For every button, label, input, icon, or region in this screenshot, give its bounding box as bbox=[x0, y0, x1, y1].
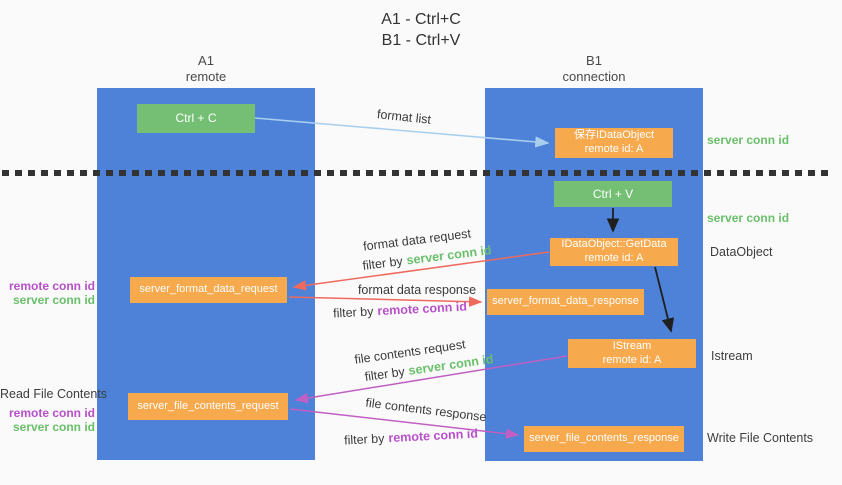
lane-a1-name: A1 bbox=[198, 53, 214, 68]
lane-b1-subtitle: connection bbox=[562, 69, 626, 84]
node-istream: IStream remote id: A bbox=[568, 339, 696, 368]
node-server-format-data-response-label: server_format_data_response bbox=[492, 295, 639, 308]
edge-label-format-list: format list bbox=[376, 107, 432, 127]
filter-by-prefix: filter by bbox=[363, 364, 406, 384]
right-label-write-file-contents: Write File Contents bbox=[707, 431, 814, 445]
left-label-server-conn-id-2: server conn id bbox=[12, 420, 95, 434]
node-server-format-data-request: server_format_data_request bbox=[130, 277, 287, 303]
node-ctrl-c: Ctrl + C bbox=[137, 104, 255, 133]
filter-key-remote-conn-id: remote conn id bbox=[377, 299, 468, 319]
left-label-read-file-contents: Read File Contents bbox=[0, 387, 108, 401]
lane-a1-subtitle: remote bbox=[185, 69, 227, 84]
node-ctrl-v: Ctrl + V bbox=[554, 181, 672, 207]
left-label-server-conn-id-1: server conn id bbox=[12, 293, 95, 307]
node-server-file-contents-request-label: server_file_contents_request bbox=[137, 399, 279, 412]
node-idataobject-getdata: IDataObject::GetData remote id: A bbox=[550, 238, 678, 266]
title-line-1: A1 - Ctrl+C bbox=[381, 11, 461, 28]
node-ctrl-v-label: Ctrl + V bbox=[592, 186, 634, 201]
node-save-idataobject-label: 保存IDataObject bbox=[573, 129, 655, 142]
filter-by-prefix: filter by bbox=[361, 254, 404, 273]
node-server-file-contents-response-label: server_file_contents_response bbox=[529, 432, 679, 445]
filter-by-prefix: filter by bbox=[332, 304, 374, 321]
right-label-server-conn-id-2: server conn id bbox=[707, 211, 790, 225]
lane-b1-name: B1 bbox=[586, 53, 602, 68]
node-istream-sublabel: remote id: A bbox=[602, 353, 662, 366]
diagram-title: A1 - Ctrl+C B1 - Ctrl+V bbox=[0, 9, 842, 51]
lane-header-b1: B1 connection bbox=[524, 53, 664, 85]
node-server-format-data-response: server_format_data_response bbox=[487, 289, 644, 315]
node-server-format-data-request-label: server_format_data_request bbox=[139, 283, 278, 296]
lane-header-a1: A1 remote bbox=[136, 53, 276, 85]
node-save-idataobject-sublabel: remote id: A bbox=[584, 143, 644, 155]
node-idataobject-getdata-sublabel: remote id: A bbox=[584, 252, 644, 264]
edge-label-format-data-response: format data response bbox=[357, 283, 477, 297]
node-server-file-contents-response: server_file_contents_response bbox=[524, 426, 684, 452]
dotted-separator-line bbox=[2, 170, 830, 176]
node-istream-label: IStream bbox=[612, 339, 652, 352]
right-label-istream: Istream bbox=[711, 349, 753, 363]
right-label-dataobject: DataObject bbox=[710, 245, 773, 259]
node-server-file-contents-request: server_file_contents_request bbox=[128, 393, 288, 420]
node-ctrl-c-label: Ctrl + C bbox=[175, 111, 217, 125]
left-label-remote-conn-id-2: remote conn id bbox=[8, 406, 95, 420]
title-line-2: B1 - Ctrl+V bbox=[381, 32, 461, 49]
filter-by-prefix: filter by bbox=[343, 431, 385, 448]
filter-key-remote-conn-id: remote conn id bbox=[388, 426, 479, 446]
left-label-remote-conn-id-1: remote conn id bbox=[8, 279, 95, 293]
node-save-idataobject: 保存IDataObject remote id: A bbox=[555, 128, 673, 158]
edge-label-file-contents-response: file contents response bbox=[364, 395, 488, 425]
right-label-server-conn-id-1: server conn id bbox=[707, 133, 790, 147]
node-idataobject-getdata-label: IDataObject::GetData bbox=[561, 238, 667, 251]
